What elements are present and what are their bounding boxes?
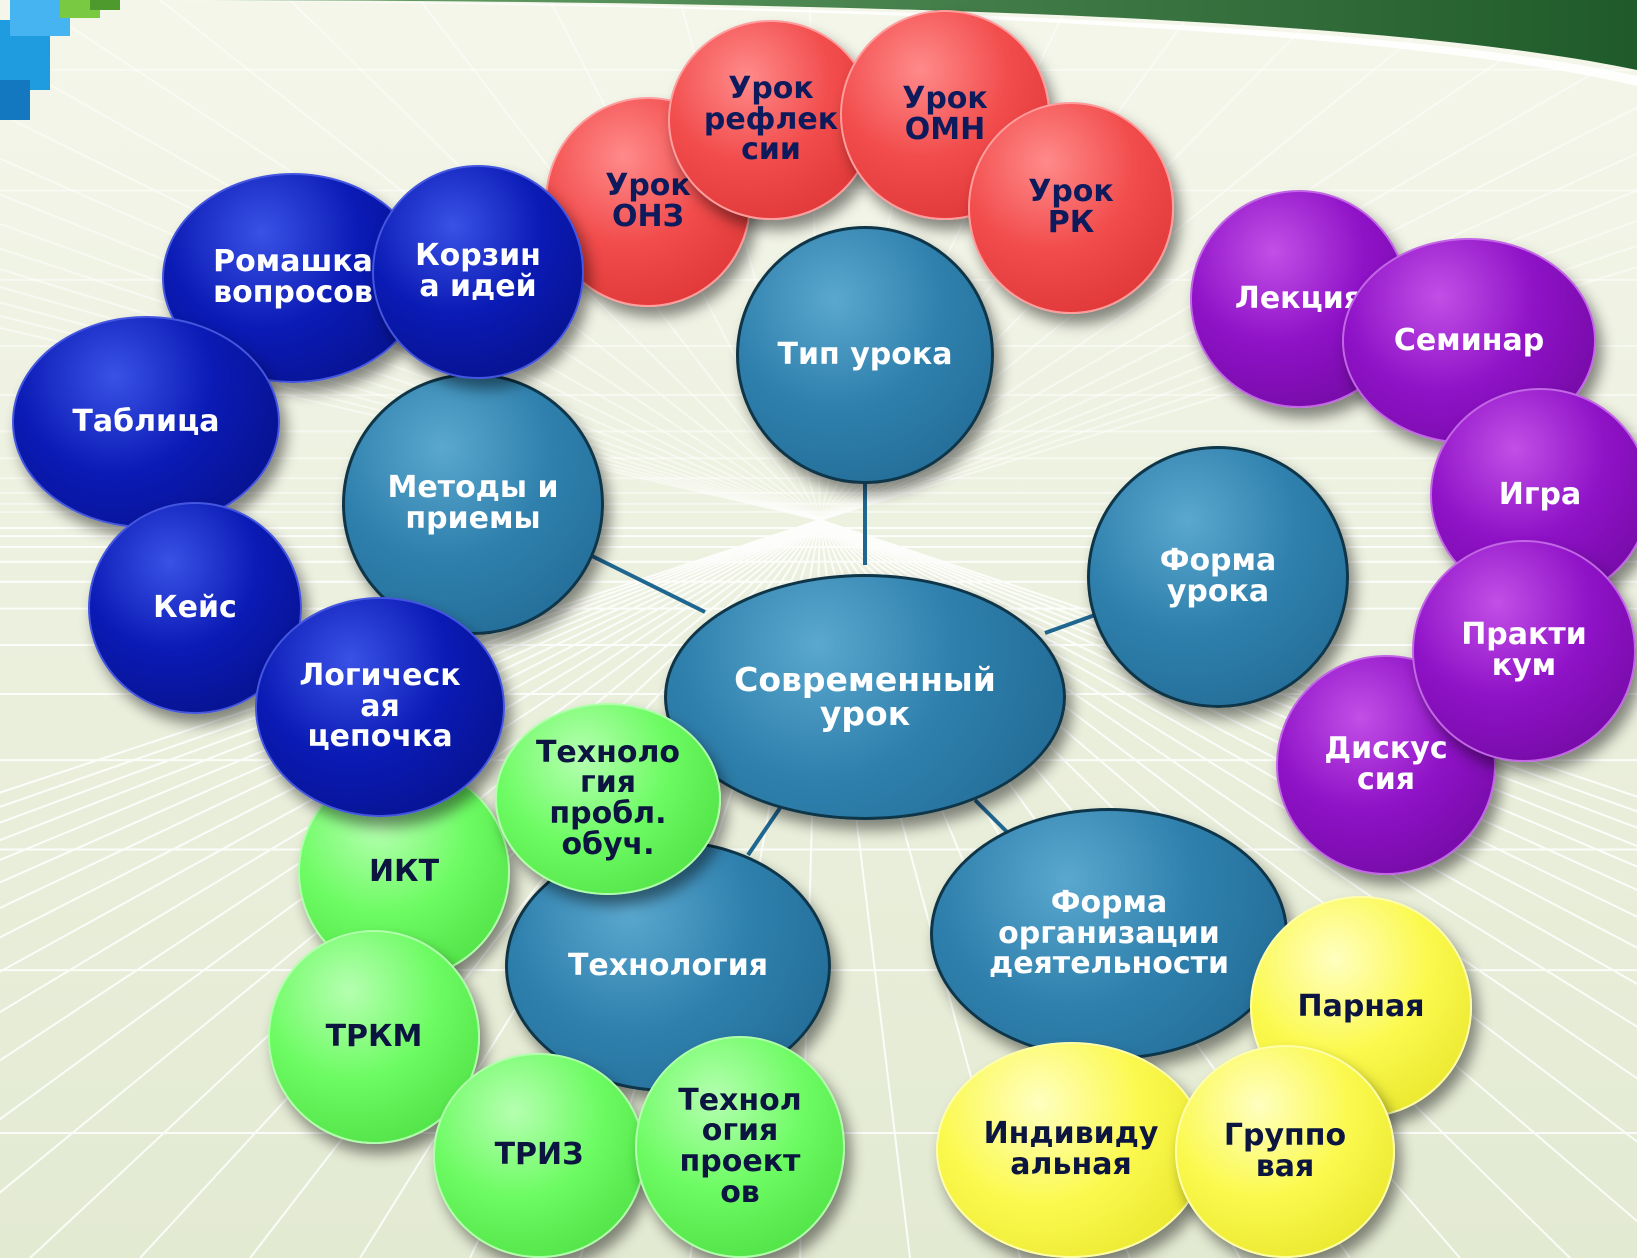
hub-lesson-form: Форма урока	[1087, 446, 1349, 708]
method-logical-chain: Логическ ая цепочка	[255, 597, 505, 817]
grid-ray	[0, 519, 821, 862]
grid-ray	[0, 519, 821, 824]
connector-to-technology	[746, 806, 782, 857]
hub-methods: Методы и приемы	[342, 373, 604, 635]
form-practicum: Практи кум	[1412, 540, 1636, 762]
hub-lesson-type: Тип урока	[736, 226, 994, 484]
method-table: Таблица	[12, 316, 280, 528]
grid-ray	[819, 266, 1637, 521]
connector-to-form	[1044, 613, 1096, 635]
corner-logo-blocks	[0, 0, 120, 120]
top-swoosh	[140, 0, 1637, 70]
grid-ray	[819, 519, 1637, 892]
grid-ray	[0, 519, 821, 884]
tech-triz: ТРИЗ	[433, 1053, 645, 1258]
grid-ray	[819, 519, 1637, 949]
grid-ray	[0, 519, 821, 842]
org-individual: Индивиду альная	[936, 1042, 1206, 1258]
lesson-type-reflection: Урок рефлек сии	[668, 20, 874, 220]
lesson-type-rk: Урок РК	[968, 102, 1174, 314]
hub-organization-form: Форма организации деятельности	[930, 808, 1288, 1060]
center-modern-lesson: Современный урок	[664, 574, 1066, 820]
grid-ray	[0, 519, 821, 973]
method-idea-basket: Корзин а идей	[372, 165, 584, 379]
tech-projects: Технол огия проект ов	[635, 1036, 845, 1258]
tech-problem-learning: Техноло гия пробл. обуч.	[495, 703, 721, 895]
connector-to-organization	[973, 798, 1012, 837]
grid-ray	[0, 519, 821, 1014]
org-group: Группо вая	[1175, 1045, 1395, 1258]
grid-ray	[0, 519, 821, 939]
grid-ray	[0, 519, 821, 910]
form-discussion: Дискус сия	[1276, 655, 1496, 875]
grid-ray	[819, 519, 1637, 918]
connector-to-methods	[589, 553, 706, 614]
grid-ray	[0, 519, 821, 1062]
grid-ray	[819, 244, 1637, 521]
